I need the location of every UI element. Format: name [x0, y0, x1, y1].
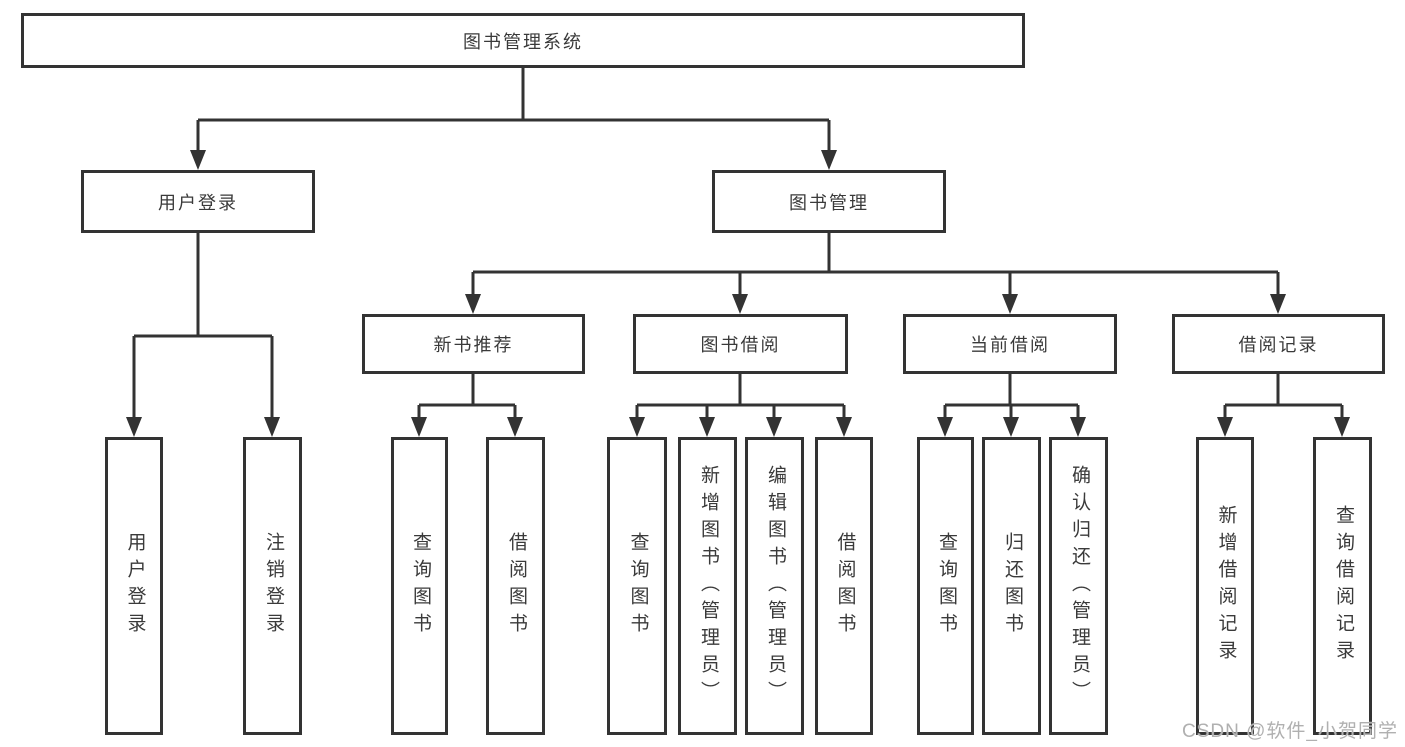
leaf-query-borrow-record: 查询借阅记录 — [1313, 437, 1372, 735]
leaf-borrow-book-1: 借阅图书 — [486, 437, 545, 735]
node-root-label: 图书管理系统 — [463, 31, 583, 52]
node-borrow-record-label: 借阅记录 — [1238, 335, 1319, 355]
node-root: 图书管理系统 — [21, 13, 1025, 68]
leaf-user-login: 用户登录 — [105, 437, 163, 735]
leaf-logout: 注销登录 — [243, 437, 302, 735]
node-new-book-recommend: 新书推荐 — [362, 314, 585, 374]
node-user-login-label: 用户登录 — [158, 192, 238, 213]
leaf-confirm-return-admin-label: 确认归还（管理员） — [1068, 464, 1090, 708]
leaf-add-book-admin: 新增图书（管理员） — [678, 437, 737, 735]
node-current-borrow: 当前借阅 — [903, 314, 1117, 374]
leaf-query-book-2: 查询图书 — [607, 437, 667, 735]
leaf-query-book-3-label: 查询图书 — [935, 532, 957, 640]
csdn-watermark: CSDN @软件_小贺同学 — [1182, 721, 1398, 742]
leaf-edit-book-admin: 编辑图书（管理员） — [745, 437, 804, 735]
leaf-logout-label: 注销登录 — [262, 532, 284, 640]
leaf-query-book-1: 查询图书 — [391, 437, 448, 735]
leaf-add-book-admin-label: 新增图书（管理员） — [697, 464, 719, 708]
node-book-management: 图书管理 — [712, 170, 946, 233]
node-book-borrow: 图书借阅 — [633, 314, 848, 374]
node-book-management-label: 图书管理 — [789, 192, 869, 213]
node-book-borrow-label: 图书借阅 — [700, 335, 781, 355]
leaf-query-book-2-label: 查询图书 — [627, 532, 649, 640]
leaf-edit-book-admin-label: 编辑图书（管理员） — [764, 464, 786, 708]
leaf-query-borrow-record-label: 查询借阅记录 — [1332, 505, 1354, 667]
leaf-user-login-label: 用户登录 — [124, 532, 146, 640]
node-new-book-recommend-label: 新书推荐 — [433, 335, 514, 355]
leaf-borrow-book-2-label: 借阅图书 — [834, 532, 856, 640]
leaf-return-book: 归还图书 — [982, 437, 1041, 735]
node-borrow-record: 借阅记录 — [1172, 314, 1385, 374]
leaf-borrow-book-1-label: 借阅图书 — [505, 532, 527, 640]
leaf-query-book-1-label: 查询图书 — [409, 532, 431, 640]
leaf-borrow-book-2: 借阅图书 — [815, 437, 873, 735]
leaf-query-book-3: 查询图书 — [917, 437, 974, 735]
leaf-add-borrow-record: 新增借阅记录 — [1196, 437, 1254, 735]
leaf-return-book-label: 归还图书 — [1001, 532, 1023, 640]
node-user-login: 用户登录 — [81, 170, 315, 233]
arrowhead-icons — [126, 150, 1350, 437]
leaf-add-borrow-record-label: 新增借阅记录 — [1215, 505, 1237, 667]
node-current-borrow-label: 当前借阅 — [970, 335, 1050, 355]
leaf-confirm-return-admin: 确认归还（管理员） — [1049, 437, 1108, 735]
